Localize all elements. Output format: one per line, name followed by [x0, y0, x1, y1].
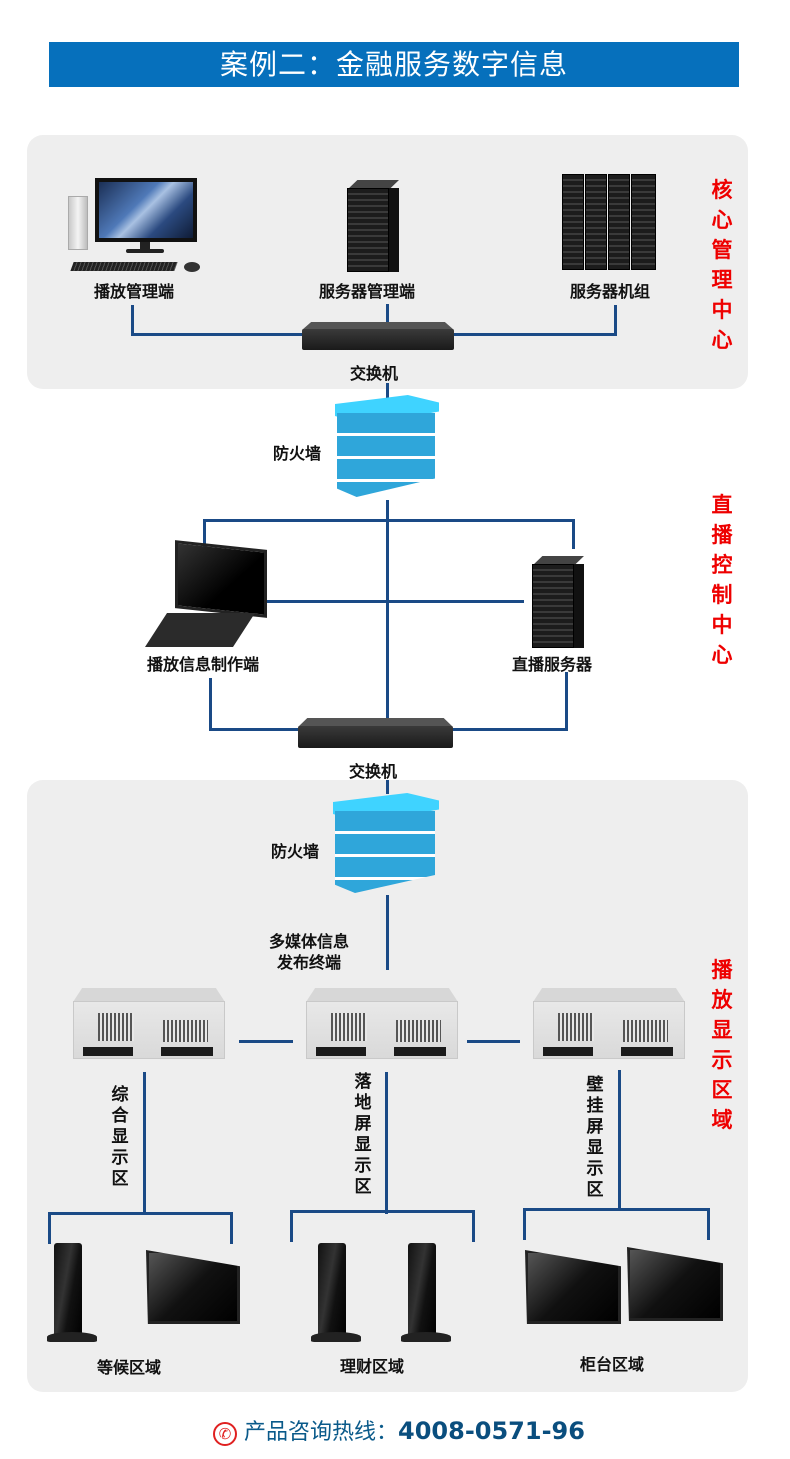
- connector-line: [472, 1210, 475, 1242]
- firewall-icon: [333, 793, 439, 897]
- firewall-icon: [335, 395, 439, 501]
- label-branch-3-vertical: 壁挂屏显示区: [586, 1075, 604, 1200]
- connector-line: [386, 895, 389, 970]
- zone-label-core: 核心管理中心: [711, 178, 733, 352]
- zone-label-live: 直播控制中心: [711, 493, 733, 667]
- label-playback-mgmt: 播放管理端: [94, 282, 175, 301]
- kiosk-display-icon: [318, 1243, 346, 1341]
- connector-line: [230, 1212, 233, 1244]
- connector-line: [707, 1208, 710, 1240]
- industrial-pc-icon: [533, 988, 685, 1060]
- connector-line: [203, 519, 575, 522]
- connector-line: [618, 1070, 621, 1210]
- hotline-number[interactable]: 4008-0571-96: [398, 1417, 585, 1445]
- connector-line: [523, 1208, 710, 1211]
- connector-line: [450, 728, 568, 731]
- connector-line: [386, 304, 389, 322]
- label-branch-1-vertical: 综合显示区: [111, 1085, 129, 1189]
- kiosk-base: [311, 1332, 361, 1342]
- connector-line: [523, 1208, 526, 1240]
- label-terminal-line1: 多媒体信息: [269, 932, 350, 951]
- zone-label-display: 播放显示区域: [711, 958, 733, 1132]
- connector-line: [290, 1210, 293, 1242]
- connector-line: [203, 519, 206, 549]
- industrial-pc-icon: [73, 988, 225, 1060]
- connector-line: [239, 1040, 293, 1043]
- network-switch-icon: [302, 322, 454, 350]
- hotline-label: 产品咨询热线：: [244, 1420, 399, 1445]
- hotline: ✆ 产品咨询热线：4008-0571-96: [213, 1414, 585, 1446]
- connector-line: [452, 333, 617, 336]
- connector-line: [209, 728, 304, 731]
- desktop-pc-icon: [68, 178, 208, 274]
- industrial-pc-icon: [306, 988, 458, 1060]
- label-core-switch: 交换机: [350, 364, 399, 383]
- connector-line: [385, 1072, 388, 1214]
- network-switch-icon: [298, 718, 453, 748]
- live-server-icon: [532, 556, 584, 648]
- laptop-icon: [145, 540, 273, 649]
- label-content-station: 播放信息制作端: [147, 655, 260, 674]
- connector-line: [48, 1212, 233, 1215]
- label-server-cluster: 服务器机组: [570, 282, 651, 301]
- server-rack-icon: [347, 180, 399, 272]
- kiosk-display-icon: [54, 1243, 82, 1341]
- connector-line: [572, 519, 575, 549]
- label-branch-1-area: 等候区域: [97, 1358, 162, 1377]
- label-branch-2-vertical: 落地屏显示区: [354, 1072, 372, 1197]
- label-firewall-1: 防火墙: [273, 444, 322, 463]
- label-firewall-2: 防火墙: [271, 842, 320, 861]
- connector-line: [565, 672, 568, 730]
- connector-line: [264, 600, 524, 603]
- kiosk-display-icon: [408, 1243, 436, 1341]
- label-server-mgmt: 服务器管理端: [319, 282, 416, 301]
- connector-line: [143, 1072, 146, 1214]
- connector-line: [386, 383, 389, 401]
- label-terminal-line2: 发布终端: [277, 953, 342, 972]
- connector-line: [467, 1040, 520, 1043]
- connector-line: [290, 1210, 475, 1213]
- connector-line: [131, 333, 306, 336]
- label-branch-3-area: 柜台区域: [580, 1355, 645, 1374]
- phone-icon: ✆: [213, 1422, 237, 1446]
- page-title: 案例二：金融服务数字信息: [49, 42, 739, 87]
- label-live-switch: 交换机: [349, 762, 398, 781]
- server-cluster-icon: [562, 174, 656, 270]
- connector-line: [209, 678, 212, 730]
- kiosk-base: [401, 1332, 451, 1342]
- connector-line: [386, 500, 389, 720]
- connector-line: [386, 780, 389, 794]
- connector-line: [131, 305, 134, 336]
- connector-line: [48, 1212, 51, 1244]
- label-live-server: 直播服务器: [512, 655, 593, 674]
- kiosk-base: [47, 1332, 97, 1342]
- tv-display-icon: [146, 1250, 240, 1324]
- label-branch-2-area: 理财区域: [340, 1357, 405, 1376]
- connector-line: [614, 305, 617, 336]
